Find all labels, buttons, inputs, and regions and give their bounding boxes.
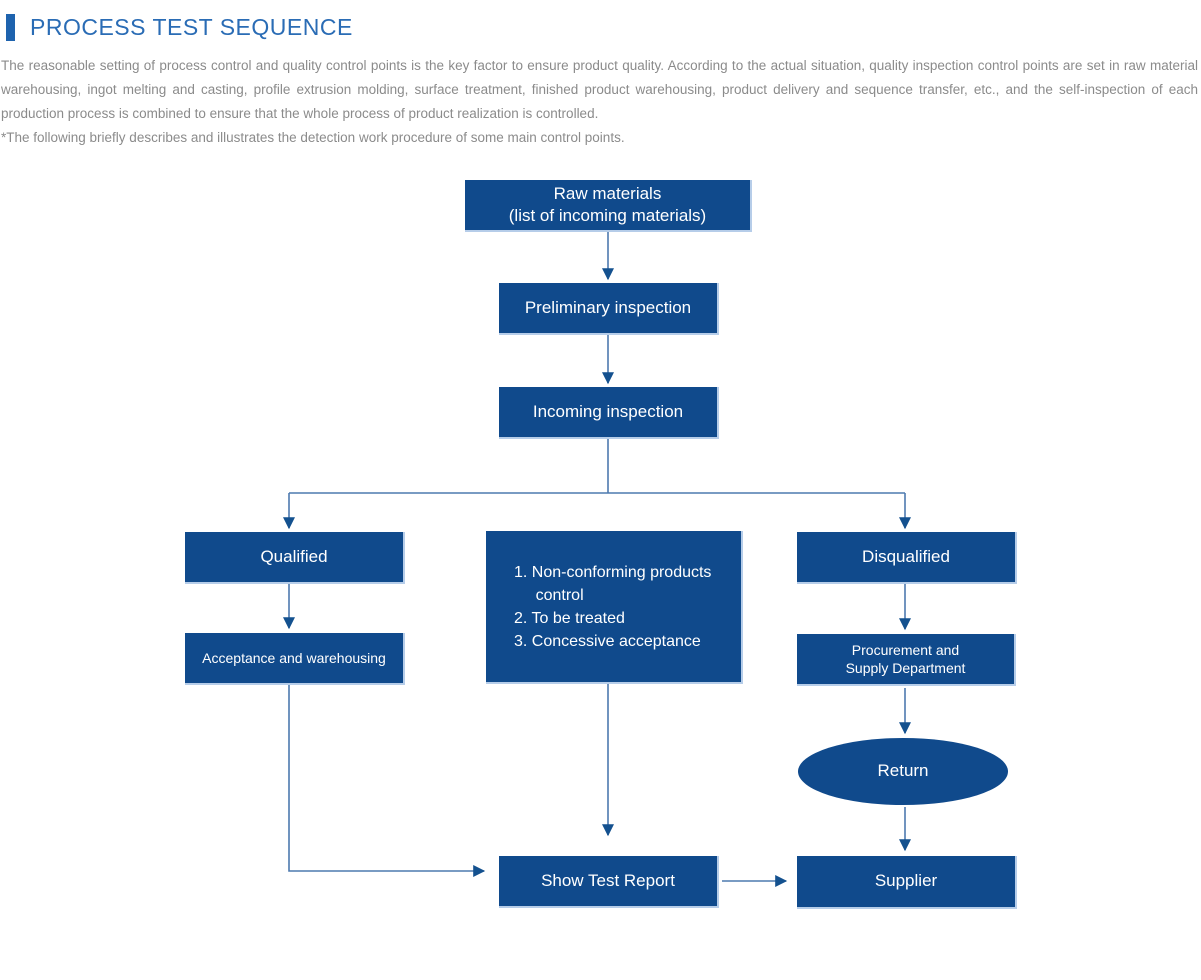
section-header: PROCESS TEST SEQUENCE — [0, 0, 1201, 41]
arrow-acceptance-to-report — [288, 685, 486, 877]
node-preliminary-inspection: Preliminary inspection — [499, 283, 719, 335]
node-disqualified: Disqualified — [797, 532, 1017, 584]
nonconforming-item-2: 2. To be treated — [514, 609, 625, 627]
intro-text-block: The reasonable setting of process contro… — [0, 54, 1201, 150]
node-incoming-inspection: Incoming inspection — [499, 387, 719, 439]
intro-note: *The following briefly describes and ill… — [1, 130, 625, 145]
flow-connectors — [283, 232, 911, 887]
node-nonconforming-control: 1. Non-conforming products control 2. To… — [486, 531, 743, 684]
node-show-test-report: Show Test Report — [499, 856, 719, 908]
node-acceptance-warehousing: Acceptance and warehousing — [185, 633, 405, 685]
node-return: Return — [798, 738, 1008, 805]
page-title: PROCESS TEST SEQUENCE — [30, 14, 353, 40]
node-qualified: Qualified — [185, 532, 405, 584]
node-raw-materials: Raw materials (list of incoming material… — [465, 180, 752, 232]
title-accent-bar — [6, 14, 15, 41]
intro-paragraph: The reasonable setting of process contro… — [1, 58, 1198, 121]
process-flowchart: Raw materials (list of incoming material… — [0, 150, 1201, 960]
node-procurement-supply: Procurement and Supply Department — [797, 634, 1016, 686]
nonconforming-item-3: 3. Concessive acceptance — [514, 632, 701, 650]
node-supplier: Supplier — [797, 856, 1017, 909]
nonconforming-item-1: 1. Non-conforming products control — [514, 563, 712, 604]
